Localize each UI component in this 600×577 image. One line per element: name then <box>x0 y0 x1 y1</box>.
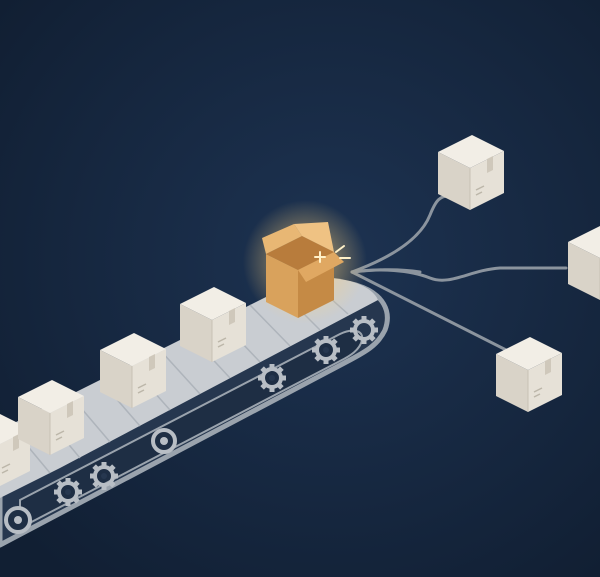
gear-icon <box>88 460 120 492</box>
gear-icon <box>52 476 84 508</box>
roller-icon <box>4 428 177 534</box>
gear-icon <box>256 362 288 394</box>
gear-icon <box>348 314 380 346</box>
belt-surface <box>0 277 378 498</box>
gear-icon <box>310 334 342 366</box>
conveyor-belt <box>0 277 390 548</box>
sparkle-icon <box>314 245 351 263</box>
open-box <box>243 200 367 324</box>
